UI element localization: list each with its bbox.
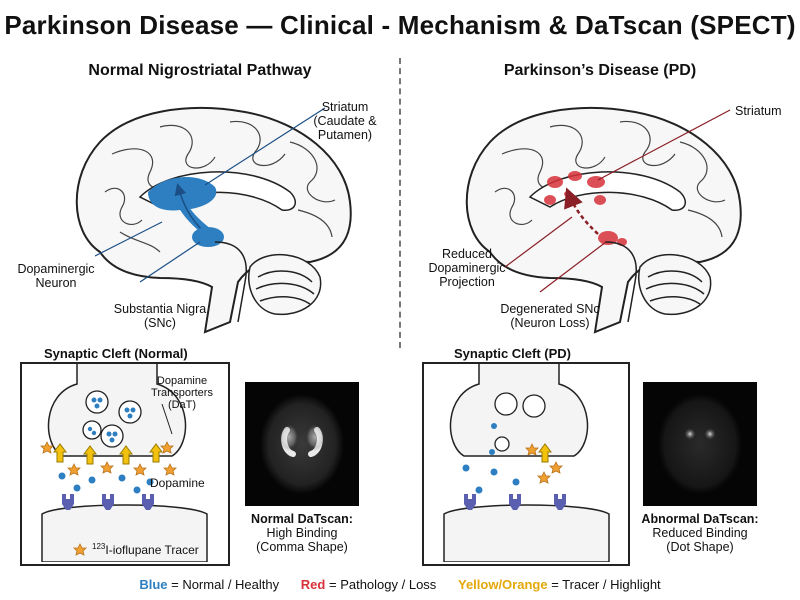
page-title: Parkinson Disease — Clinical - Mechanism… (4, 10, 796, 40)
dopamine-molecules (462, 423, 520, 494)
substantia-nigra-label: Substantia Nigra(SNc) (113, 302, 207, 330)
normal-datscan-image (245, 382, 359, 506)
dopamine-molecules (58, 472, 154, 494)
pd-striatum-label: Striatum (735, 104, 782, 118)
brain-outline (465, 107, 742, 334)
pd-synapse-diagram (443, 364, 610, 562)
normal-cleft-heading: Synaptic Cleft (Normal) (44, 346, 188, 361)
pd-brain-diagram (465, 107, 742, 334)
legend-yellow: Yellow/Orange (457, 577, 548, 592)
dopamine-label: Dopamine (150, 476, 205, 490)
degenerated-snc-label: Degenerated SNc(Neuron Loss) (500, 302, 600, 330)
receptors (464, 494, 566, 510)
abnormal-datscan-image (643, 382, 757, 506)
tracer-label: 123I-ioflupane Tracer (92, 542, 199, 557)
color-legend: Blue = Normal / Healthy Red = Pathology … (139, 577, 661, 592)
pd-heading: Parkinson’s Disease (PD) (503, 62, 697, 79)
tracer-stars (40, 441, 177, 476)
cerebellum (248, 253, 322, 316)
striatum-label: Striatum(Caudate &Putamen) (313, 100, 377, 142)
panel-divider (399, 58, 401, 348)
tracer-legend-star (73, 543, 87, 556)
dat-transporters (53, 443, 163, 465)
normal-brain-diagram (75, 107, 352, 334)
normal-scan-caption: Normal DaTscan: High Binding(Comma Shape… (251, 512, 353, 554)
legend-blue: Blue (139, 577, 168, 592)
receptors (62, 494, 154, 510)
cerebellum (638, 253, 712, 316)
dat-transporters (538, 443, 552, 463)
legend-red: Red (300, 577, 326, 592)
pd-cleft-heading: Synaptic Cleft (PD) (454, 346, 572, 361)
normal-pathway-heading: Normal Nigrostriatal Pathway (88, 62, 312, 79)
brain-outline (75, 107, 352, 334)
abnormal-scan-caption: Abnormal DaTscan: Reduced Binding(Dot Sh… (641, 512, 759, 554)
tracer-stars (525, 443, 563, 484)
normal-synapse-diagram (40, 364, 208, 562)
